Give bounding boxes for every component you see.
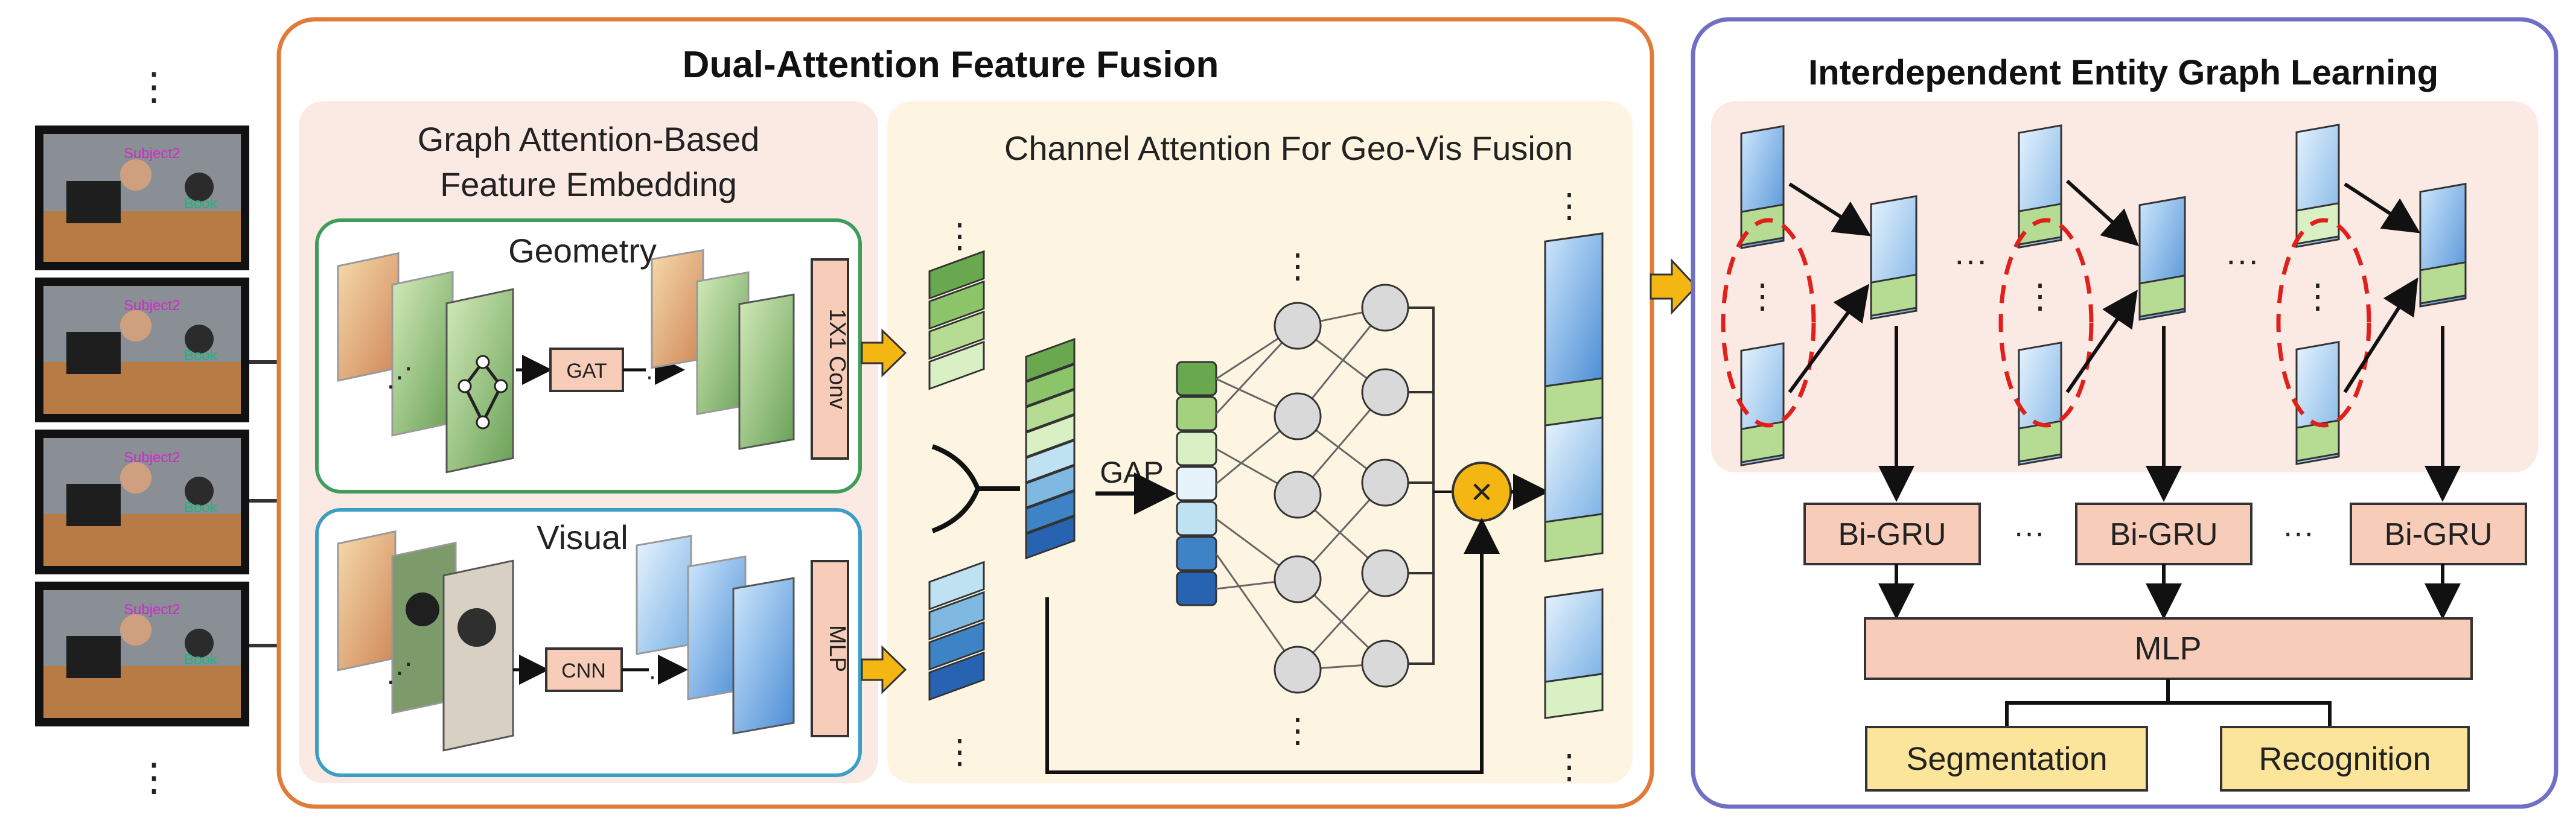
recognition-box: [2220, 726, 2470, 792]
panel-transition-arrow: [1650, 258, 1698, 315]
gat-label: GAT: [566, 360, 607, 383]
graph-section-title-line1: Graph Attention-Based: [418, 120, 760, 158]
segmentation-box: [1865, 726, 2148, 792]
bigru-label-3: Bi-GRU: [2384, 517, 2492, 552]
svg-text:⋮: ⋮: [1281, 247, 1315, 285]
geometry-output-stack: [651, 249, 795, 450]
mlp-box-left: [811, 560, 849, 737]
bigru-box-3: [2350, 503, 2527, 565]
frame-caption-book: Book: [184, 652, 218, 668]
bigru-box-1: [1803, 503, 1981, 565]
video-frames: ⋮ Subject2 Book Subject2 Book: [35, 65, 249, 799]
dual-attention-title: Dual-Attention Feature Fusion: [683, 44, 1219, 86]
vis-feature-arrow: [861, 645, 907, 694]
svg-text:⋮: ⋮: [1552, 748, 1586, 786]
entity-graph-group-3: ⋮: [2276, 123, 2467, 502]
gat-box: [549, 348, 624, 392]
video-frame-4: Subject2 Book: [35, 582, 249, 726]
svg-text:⋰: ⋰: [386, 658, 413, 688]
entity-graph-group-1: ⋮: [1721, 125, 1918, 502]
video-frame-3: Subject2 Book: [35, 430, 249, 574]
skip-connection: [1045, 518, 1500, 774]
entity-graph-title: Interdependent Entity Graph Learning: [1808, 53, 2438, 92]
geo-feature-arrow: [861, 328, 907, 378]
svg-text:⋰: ⋰: [386, 363, 413, 392]
bigru-label-1: Bi-GRU: [1838, 517, 1946, 552]
svg-text:⋮: ⋮: [2301, 277, 2335, 315]
frame-caption-subject: Subject2: [124, 145, 180, 162]
visual-label: Visual: [537, 518, 628, 556]
bigru-label-2: Bi-GRU: [2109, 517, 2217, 552]
frame-caption-subject: Subject2: [124, 297, 180, 314]
conv-box: [811, 258, 849, 460]
gap-label: GAP: [1100, 456, 1164, 489]
cnn-box: [545, 647, 623, 692]
mlp-label-left: MLP: [824, 625, 850, 672]
visual-output-stack: [636, 535, 795, 735]
concatenated-feature-blocks: [1025, 338, 1076, 560]
conv-label: 1X1 Conv: [824, 309, 850, 410]
network-nodes: ⋮ ⋮: [1274, 247, 1409, 749]
bigru-h-ellipsis-1: ···: [2013, 515, 2045, 550]
svg-text:⋮: ⋮: [1281, 711, 1315, 749]
frames-bottom-ellipsis: ⋮: [135, 755, 173, 799]
svg-text:⋮: ⋮: [943, 732, 977, 770]
svg-text:⋮: ⋮: [1745, 277, 1779, 315]
multiply-symbol: ×: [1471, 471, 1493, 513]
geometry-feature-blocks: ⋮: [928, 217, 985, 390]
svg-text:⋮: ⋮: [943, 217, 977, 255]
video-frame-2: Subject2 Book: [35, 278, 249, 422]
visual-input-stack: ⋰: [337, 530, 514, 752]
bigru-h-ellipsis-2: ···: [2283, 515, 2314, 550]
fused-feature-outputs: ⋮ ⋮: [1544, 186, 1604, 786]
frames-top-ellipsis: ⋮: [135, 65, 173, 108]
geometry-label: Geometry: [508, 232, 657, 270]
entity-graph-group-2: ⋮: [1998, 124, 2186, 502]
frame-caption-subject: Subject2: [124, 602, 180, 618]
channel-attention-section: [887, 101, 1633, 783]
frame-caption-book: Book: [184, 500, 218, 516]
graph-h-ellipsis-1: ···: [1954, 241, 1988, 279]
channel-attention-title: Channel Attention For Geo-Vis Fusion: [1004, 129, 1573, 167]
cnn-label: CNN: [561, 659, 606, 682]
svg-text:⋮: ⋮: [2023, 277, 2057, 315]
output-connector: [2005, 679, 2332, 727]
bigru-box-2: [2075, 503, 2252, 565]
segmentation-label: Segmentation: [1906, 741, 2107, 777]
geometry-input-stack: ⋰: [337, 252, 514, 474]
graph-h-ellipsis-2: ···: [2225, 241, 2259, 279]
video-frame-1: Subject2 Book: [35, 125, 249, 270]
visual-feature-blocks: ⋮: [928, 560, 985, 770]
frame-caption-subject: Subject2: [124, 449, 180, 466]
frame-caption-book: Book: [184, 195, 218, 212]
pooled-vector: [1176, 361, 1217, 606]
recognition-label: Recognition: [2259, 741, 2431, 777]
network-output-lines: [1408, 306, 1452, 665]
graph-section-title-line2: Feature Embedding: [440, 165, 737, 203]
mlp-label-right: MLP: [2134, 630, 2201, 667]
svg-text:⋮: ⋮: [1552, 186, 1586, 224]
frame-caption-book: Book: [184, 348, 218, 364]
